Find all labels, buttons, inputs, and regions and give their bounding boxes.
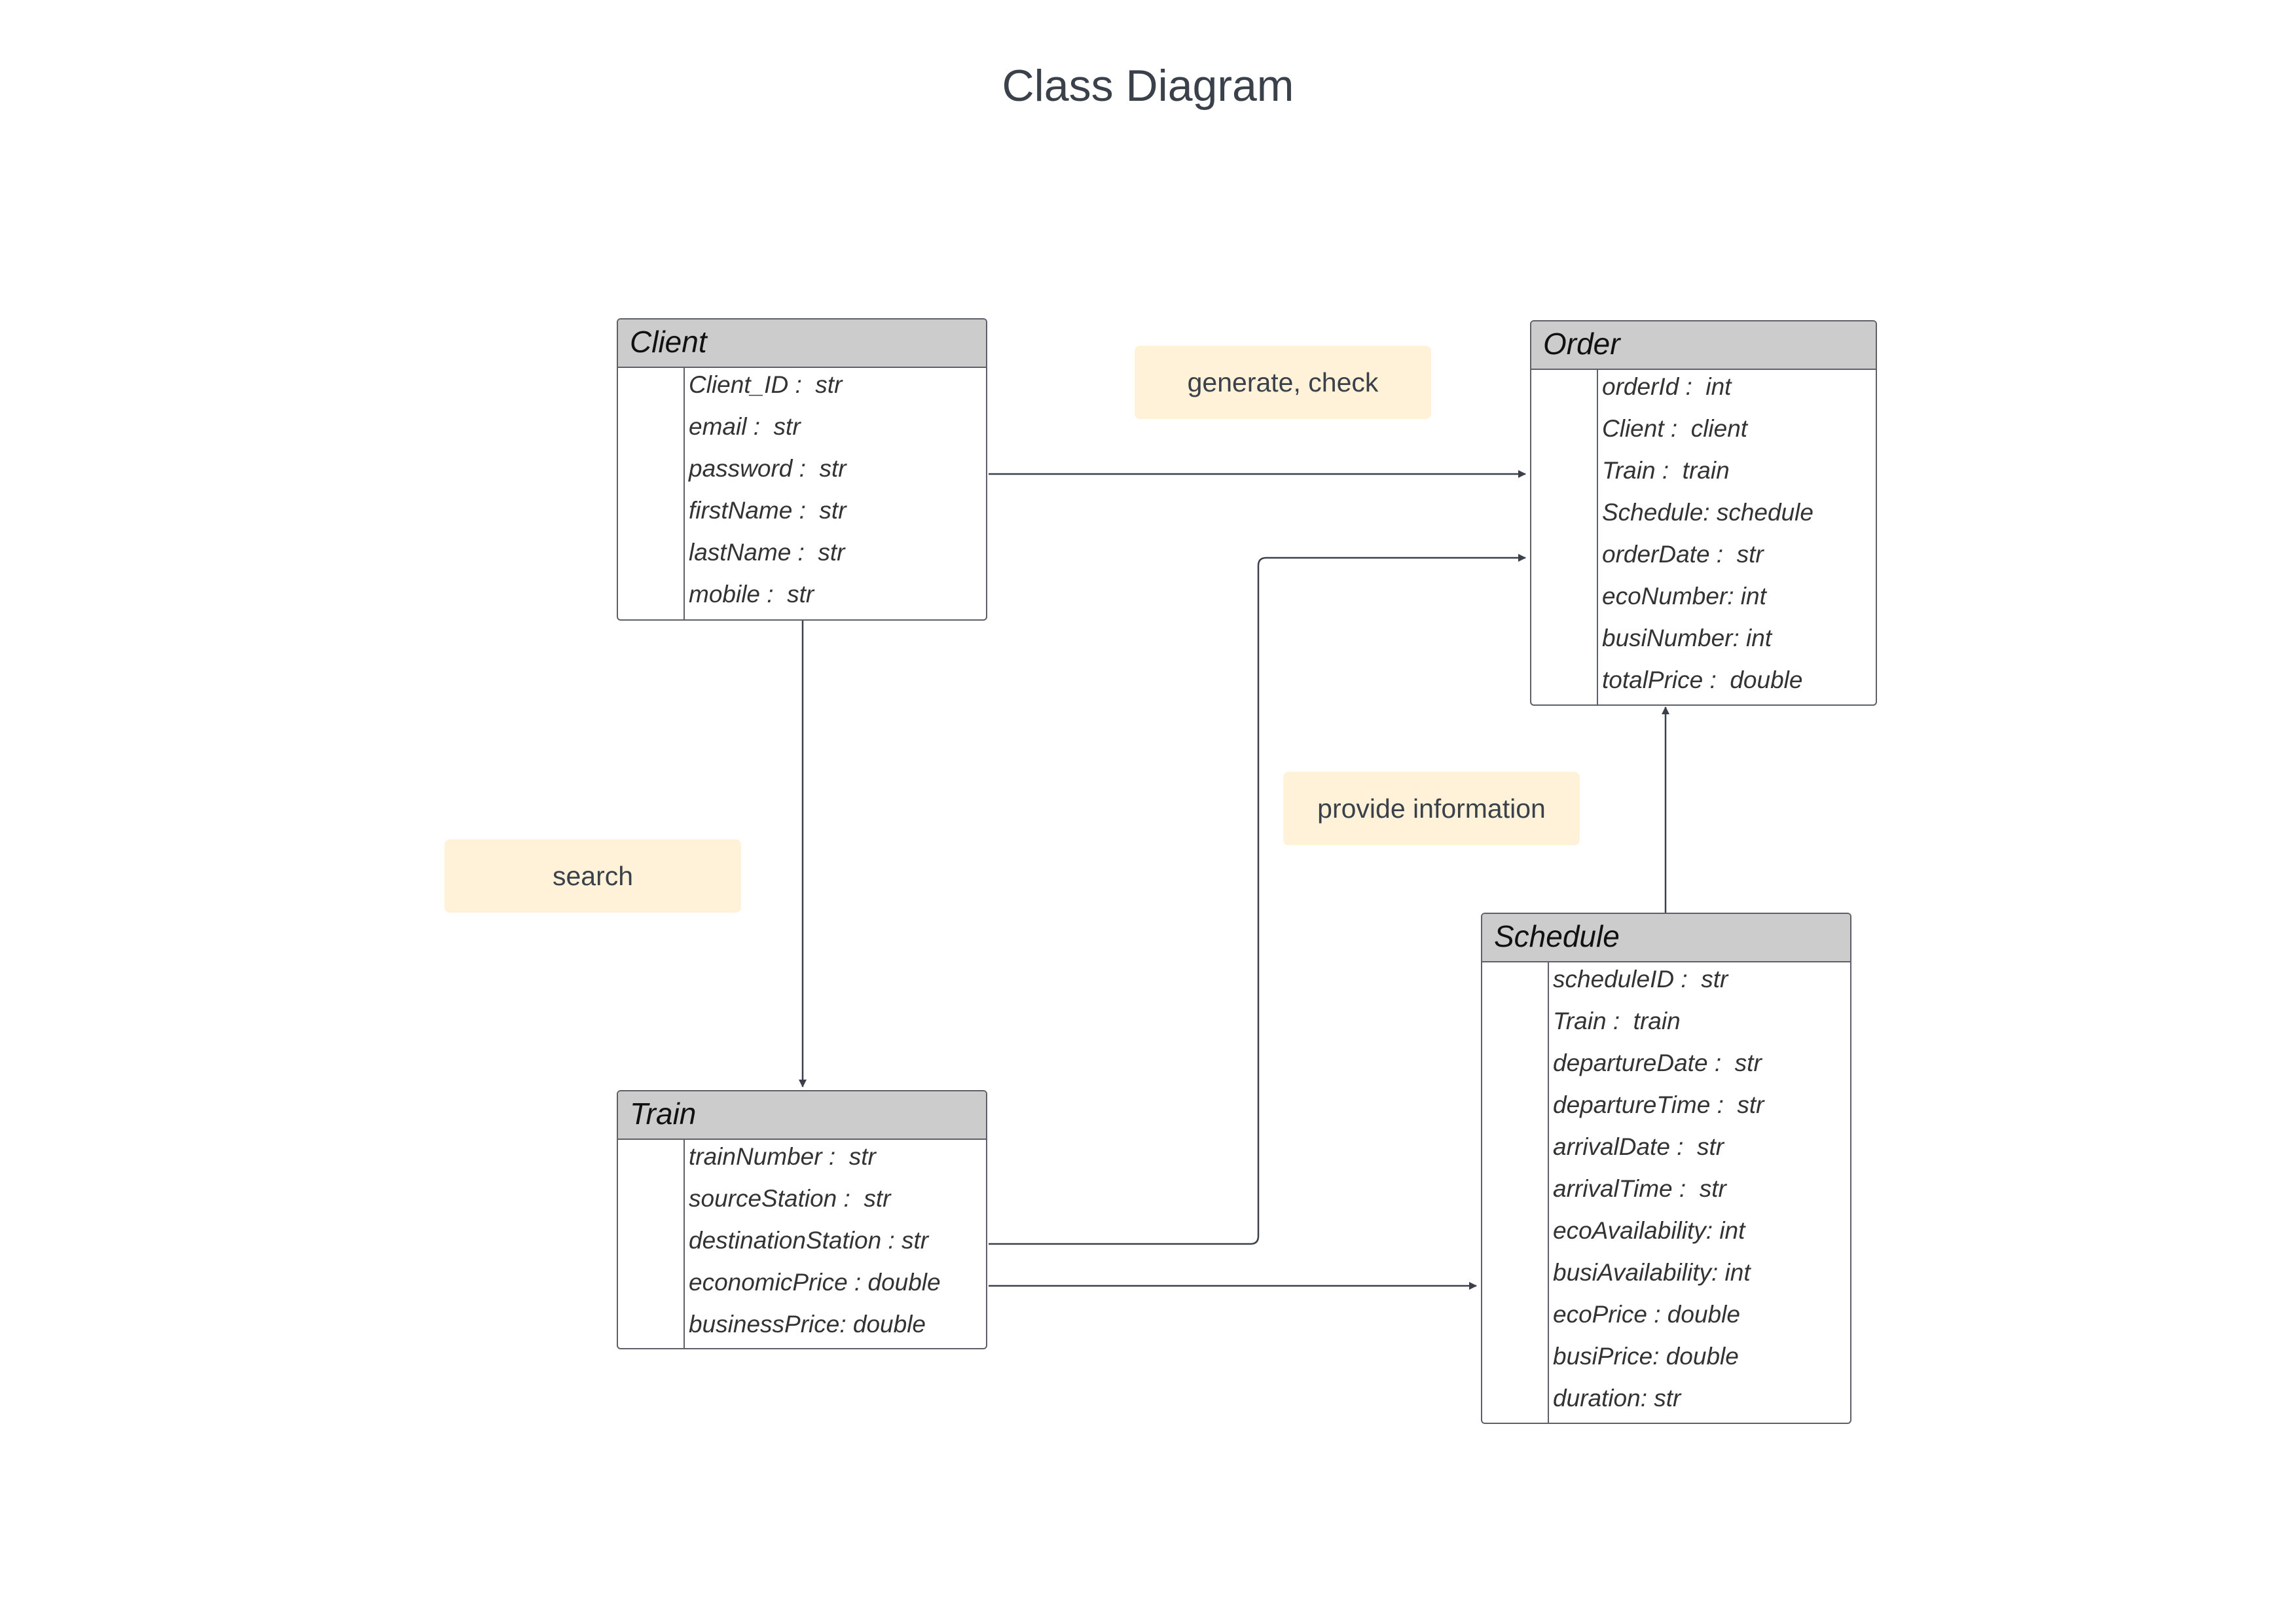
class-train-attributes: trainNumber : str sourceStation : str dest…	[618, 1140, 986, 1348]
class-attribute: Schedule: schedule	[1602, 499, 1813, 526]
class-attribute: Train : train	[1553, 1008, 1681, 1034]
class-attribute: scheduleID : str	[1553, 966, 1728, 993]
class-attribute: lastName : str	[689, 539, 845, 566]
class-schedule-name: Schedule	[1482, 914, 1850, 962]
class-attribute: password : str	[689, 455, 847, 482]
class-attribute: orderDate : str	[1602, 541, 1764, 568]
class-attribute: totalPrice : double	[1602, 666, 1803, 693]
class-attribute: Client : client	[1602, 415, 1748, 442]
class-attribute: economicPrice : double	[689, 1269, 941, 1296]
class-attribute: Client_ID : str	[689, 371, 843, 398]
class-train-name: Train	[618, 1091, 986, 1140]
connector-train-order	[989, 554, 1526, 1245]
class-attribute: trainNumber : str	[689, 1143, 876, 1170]
class-attribute: ecoAvailability: int	[1553, 1217, 1745, 1244]
class-attribute: busiNumber: int	[1602, 625, 1772, 651]
class-client-name: Client	[618, 319, 986, 368]
class-attribute: ecoPrice : double	[1553, 1301, 1740, 1328]
class-client-attributes: Client_ID : str email : str password : str…	[618, 368, 986, 619]
note-search[interactable]: search	[445, 839, 741, 913]
class-attribute: email : str	[689, 413, 801, 440]
class-attribute: busiPrice: double	[1553, 1343, 1739, 1370]
note-generate-check[interactable]: generate, check	[1135, 346, 1431, 419]
class-attribute: duration: str	[1553, 1385, 1681, 1412]
class-attribute: arrivalTime : str	[1553, 1175, 1726, 1202]
class-attribute: arrivalDate : str	[1553, 1133, 1724, 1160]
class-attribute: busiAvailability: int	[1553, 1259, 1751, 1286]
class-attribute: departureTime : str	[1553, 1091, 1764, 1118]
diagram-title: Class Diagram	[1002, 61, 1294, 111]
note-provide-information[interactable]: provide information	[1283, 772, 1580, 845]
class-order-name: Order	[1531, 321, 1876, 370]
class-attribute: sourceStation : str	[689, 1185, 891, 1212]
class-attribute: mobile : str	[689, 581, 814, 608]
class-attribute: firstName : str	[689, 497, 847, 524]
class-attribute: businessPrice: double	[689, 1311, 926, 1338]
class-train[interactable]: Train trainNumber : str sourceStation : s…	[617, 1090, 987, 1349]
class-attribute: departureDate : str	[1553, 1049, 1762, 1076]
class-attribute: ecoNumber: int	[1602, 583, 1766, 610]
class-attribute: Train : train	[1602, 457, 1730, 484]
class-attribute: orderId : int	[1602, 373, 1732, 400]
class-client[interactable]: Client Client_ID : str email : str passwor…	[617, 318, 987, 621]
class-attribute: destinationStation : str	[689, 1227, 929, 1254]
